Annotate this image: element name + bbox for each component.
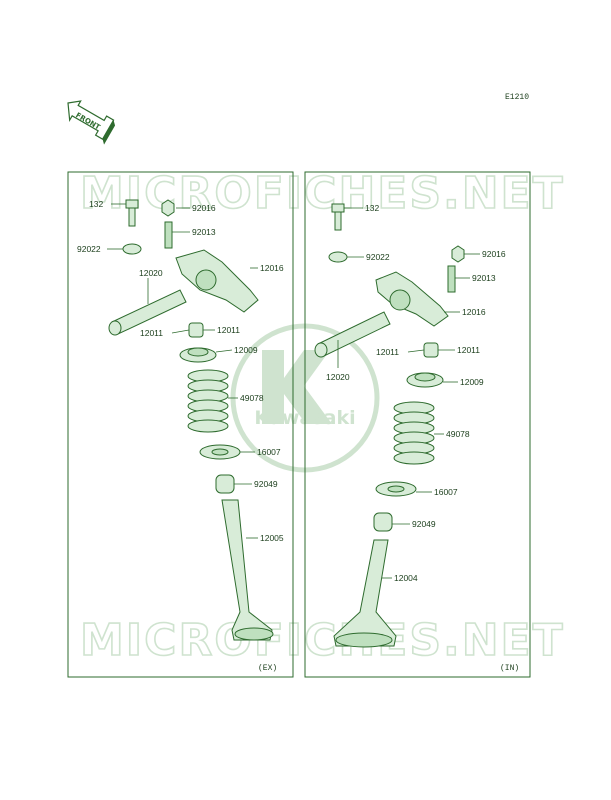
panel-caption-exhaust: (EX) [258, 664, 277, 673]
part-label: 12009 [460, 377, 484, 387]
part-label: 12011 [457, 345, 480, 355]
part-label: 92022 [77, 244, 101, 254]
panel-caption-intake: (IN) [500, 664, 519, 673]
part-label: 92049 [412, 519, 436, 529]
part-label: 16007 [434, 487, 458, 497]
part-label: 49078 [446, 429, 470, 439]
part-label: 12020 [139, 268, 163, 278]
part-label: 92049 [254, 479, 278, 489]
panel-intake [304, 171, 531, 678]
part-label: 12020 [326, 372, 350, 382]
part-label: 132 [365, 203, 379, 213]
part-label: 16007 [257, 447, 281, 457]
part-label: 12011 [140, 328, 163, 338]
watermark-bottom: MICROFICHES.NET [80, 615, 565, 666]
leader-lines [107, 203, 480, 579]
part-label: 12011 [376, 347, 399, 357]
part-label: 12005 [260, 533, 284, 543]
part-label: 12009 [234, 345, 258, 355]
front-arrow-icon: FRONT [67, 100, 116, 145]
part-label: 92016 [482, 249, 506, 259]
part-label: 92013 [472, 273, 496, 283]
intake-labels: 132 92022 92016 92013 12016 12011 12011 … [326, 203, 519, 673]
part-label: 92022 [366, 252, 390, 262]
exhaust-labels: 132 92016 92013 92022 12020 12016 12011 … [77, 199, 284, 673]
intake-parts [314, 203, 465, 648]
part-label: 12004 [394, 573, 418, 583]
part-label: 12016 [260, 263, 284, 273]
reference-code: E1210 [505, 93, 529, 102]
part-label: 12011 [217, 325, 240, 335]
part-label: 12016 [462, 307, 486, 317]
part-label: 49078 [240, 393, 264, 403]
exhaust-parts [108, 199, 274, 641]
part-label: 92016 [192, 203, 216, 213]
part-label: 132 [89, 199, 103, 209]
panel-exhaust [67, 171, 294, 678]
watermark-top: MICROFICHES.NET [80, 168, 565, 219]
part-label: 92013 [192, 227, 216, 237]
